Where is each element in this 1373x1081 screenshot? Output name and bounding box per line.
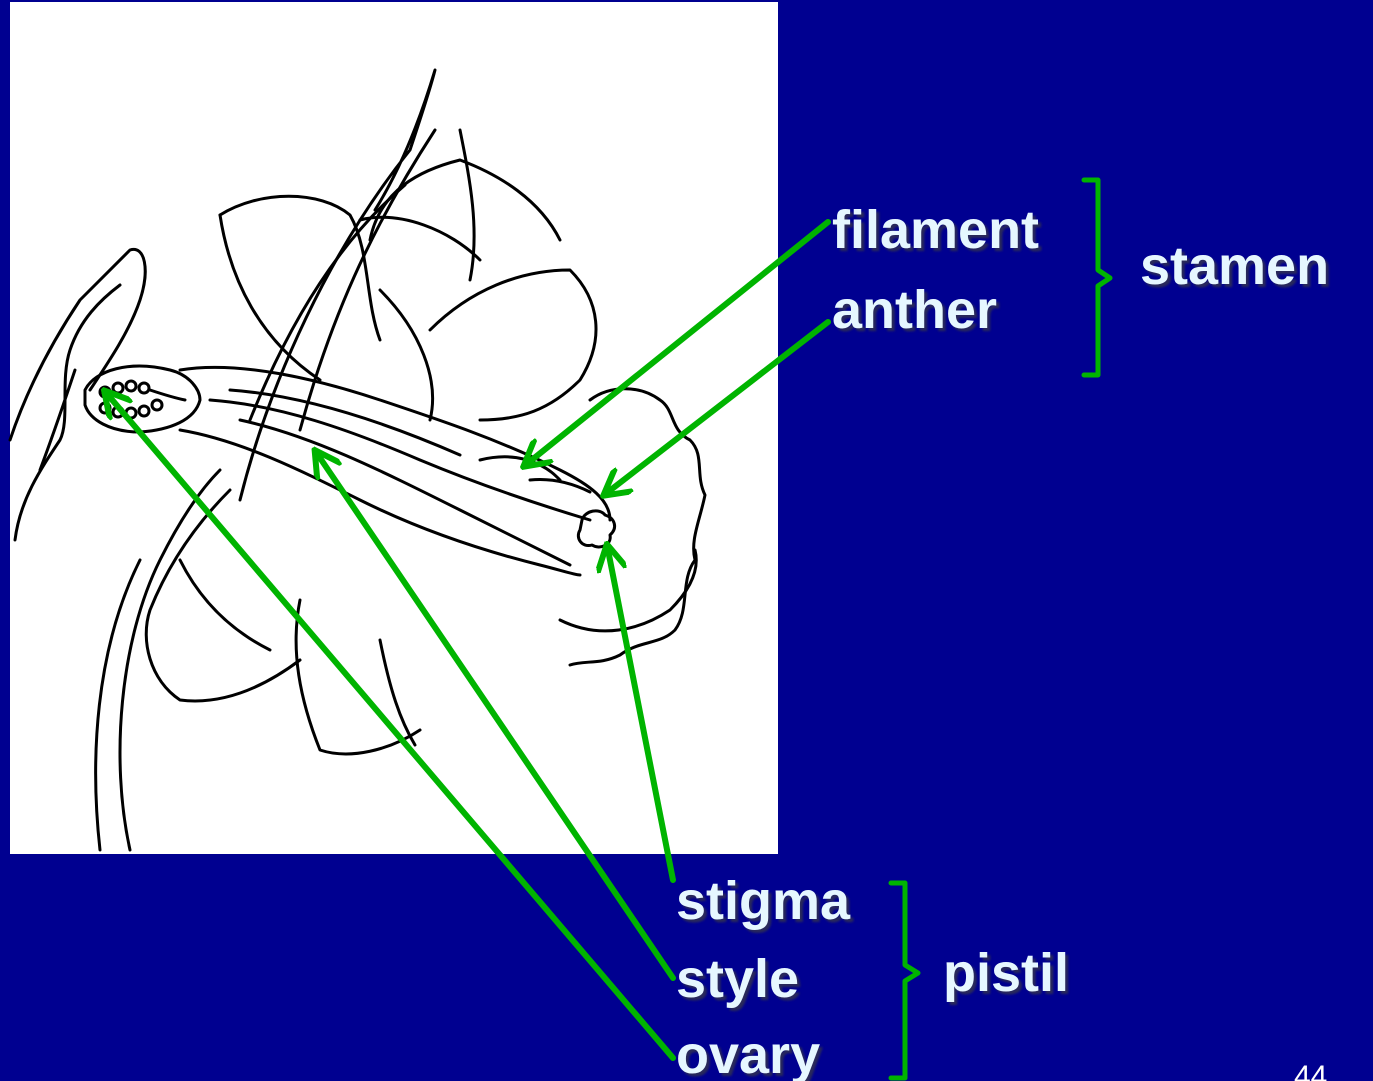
label-filament: filament — [832, 203, 1039, 257]
label-anther: anther — [832, 283, 997, 337]
arrow-style — [318, 455, 673, 978]
page-number: 44 — [1294, 1062, 1327, 1081]
arrow-anther — [608, 322, 828, 492]
pistil-bracket — [891, 883, 918, 1078]
daffodil-line-drawing — [10, 70, 705, 850]
pointer-arrows — [108, 222, 828, 1058]
label-stigma: stigma — [676, 874, 850, 928]
label-ovary: ovary — [676, 1028, 820, 1081]
label-pistil: pistil — [943, 946, 1069, 1000]
stamen-bracket — [1084, 180, 1110, 375]
arrow-ovary — [108, 395, 673, 1058]
label-style: style — [676, 952, 799, 1006]
label-stamen: stamen — [1140, 239, 1329, 293]
arrow-stigma — [608, 550, 673, 880]
